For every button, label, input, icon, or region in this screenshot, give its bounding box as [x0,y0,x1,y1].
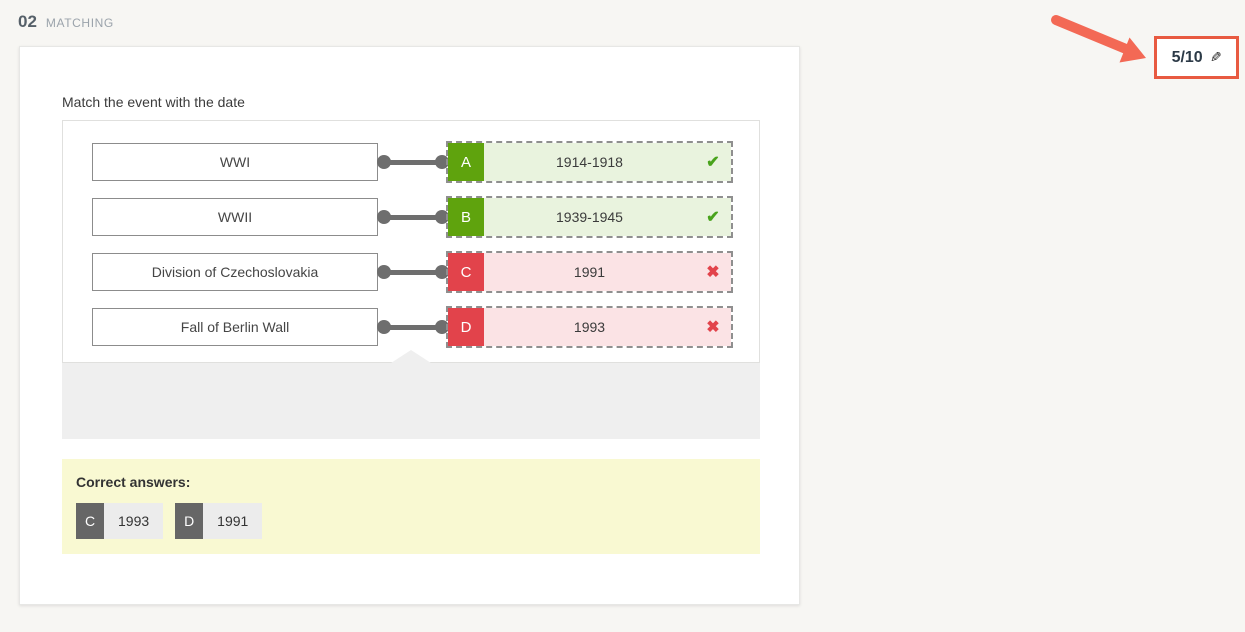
answer-value: 1914-1918 [484,143,695,181]
event-label: WWII [217,209,253,225]
event-label: Fall of Berlin Wall [180,319,290,335]
score-value: 5/10 [1171,48,1203,66]
event-box: Division of Czechoslovakia [92,253,378,291]
event-box: Fall of Berlin Wall [92,308,378,346]
match-connector [377,320,449,334]
chip-letter-badge: D [175,503,204,539]
question-card: Match the event with the date WWI A 1914… [19,46,800,605]
correct-answer-chip: C 1993 [76,503,164,539]
answer-value: 1939-1945 [484,198,695,236]
chip-letter-badge: C [76,503,104,539]
correct-answers-label: Correct answers: [76,474,191,490]
match-connector [377,210,449,224]
question-type-label: MATCHING [45,16,114,30]
match-row: WWI A 1914-1918 ✔ [63,141,759,183]
x-icon: ✖ [695,253,731,291]
chip-value: 1991 [203,503,263,539]
pencil-icon[interactable]: ✎ [1209,49,1222,65]
match-row: Division of Czechoslovakia C 1991 ✖ [63,251,759,293]
panel-footer [62,350,760,439]
event-box: WWI [92,143,378,181]
answer-drop-zone[interactable]: C 1991 ✖ [446,251,733,293]
event-label: Division of Czechoslovakia [151,264,319,280]
match-connector [377,265,449,279]
check-icon: ✔ [695,143,731,181]
answer-drop-zone[interactable]: D 1993 ✖ [446,306,733,348]
notch-triangle [391,350,431,363]
check-icon: ✔ [695,198,731,236]
option-letter-badge: D [448,308,484,346]
question-header: 02 MATCHING [18,12,114,32]
answer-value: 1991 [484,253,695,291]
answer-drop-zone[interactable]: B 1939-1945 ✔ [446,196,733,238]
matching-panel: WWI A 1914-1918 ✔ WWII B 1939-1945 ✔ Div… [62,120,760,363]
answer-drop-zone[interactable]: A 1914-1918 ✔ [446,141,733,183]
match-row: WWII B 1939-1945 ✔ [63,196,759,238]
match-connector [377,155,449,169]
answer-value: 1993 [484,308,695,346]
score-edit-box[interactable]: 5/10 ✎ [1154,36,1239,79]
event-label: WWI [219,154,251,170]
x-icon: ✖ [695,308,731,346]
correct-answers-panel: Correct answers: C 1993 D 1991 [62,459,760,554]
option-letter-badge: A [448,143,484,181]
chip-value: 1993 [104,503,164,539]
option-letter-badge: C [448,253,484,291]
question-number: 02 [18,12,37,31]
event-box: WWII [92,198,378,236]
annotation-arrow [1051,15,1146,63]
option-letter-badge: B [448,198,484,236]
match-row: Fall of Berlin Wall D 1993 ✖ [63,306,759,348]
correct-answers-chips: C 1993 D 1991 [76,503,746,539]
question-title: Match the event with the date [62,94,245,110]
correct-answer-chip: D 1991 [175,503,263,539]
